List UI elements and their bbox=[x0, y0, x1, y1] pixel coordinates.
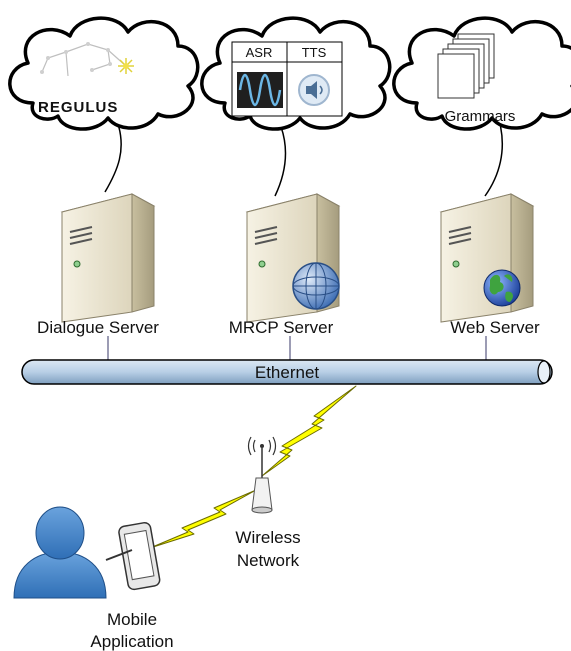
mobile-label-line1: Mobile bbox=[107, 610, 157, 629]
mrcp-server-label: MRCP Server bbox=[229, 318, 334, 337]
tts-label: TTS bbox=[302, 45, 327, 60]
mobile-label-line2: Application bbox=[90, 632, 173, 651]
user-icon bbox=[13, 506, 107, 599]
earth-icon bbox=[483, 269, 521, 307]
wireless-label-line2: Network bbox=[237, 551, 300, 570]
speaker-icon bbox=[298, 74, 330, 106]
grammars-to-web-connector bbox=[484, 123, 504, 197]
documents-icon bbox=[437, 33, 495, 99]
regulus-to-dialogue-connector bbox=[104, 123, 122, 193]
regulus-logo-text: REGULUS bbox=[38, 99, 118, 116]
asr-label: ASR bbox=[246, 45, 273, 60]
dialogue-server-label: Dialogue Server bbox=[37, 318, 159, 337]
bus-drop-lines bbox=[107, 336, 487, 360]
speech-to-mrcp-connector bbox=[274, 123, 287, 197]
bus-to-ap-bolt bbox=[261, 385, 357, 477]
waveform-icon bbox=[237, 72, 283, 108]
regulus-logo: REGULUS bbox=[38, 42, 134, 116]
speech-panel: ASR TTS bbox=[231, 41, 343, 117]
signal-icon bbox=[247, 436, 277, 456]
web-server bbox=[440, 193, 534, 323]
wireless-link-bolts bbox=[149, 385, 357, 549]
ethernet-label: Ethernet bbox=[255, 363, 320, 382]
ethernet-bus: Ethernet bbox=[21, 359, 553, 385]
access-point bbox=[247, 436, 277, 514]
wireless-label-line1: Wireless bbox=[235, 528, 300, 547]
mobile-device-icon bbox=[105, 521, 161, 591]
grammars-label: Grammars bbox=[445, 108, 516, 125]
globe-icon bbox=[292, 262, 340, 310]
web-server-label: Web Server bbox=[450, 318, 540, 337]
connector-lines bbox=[104, 123, 504, 197]
dialogue-server bbox=[61, 193, 155, 323]
